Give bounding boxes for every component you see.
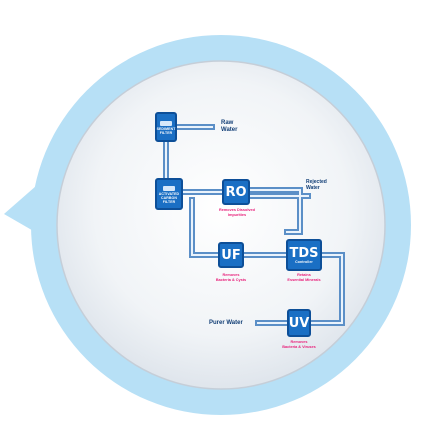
- uv-block: UV: [287, 309, 311, 337]
- tds-note: Retains Essential Minerals: [287, 273, 321, 282]
- filter-cartridge-icon: [160, 120, 172, 126]
- tds-label: TDS: [289, 245, 319, 261]
- tds-sub-label: Controller: [295, 259, 313, 264]
- uf-note: Removes Bacteria & Cysts: [215, 273, 247, 282]
- ro-label: RO: [225, 184, 247, 200]
- raw-water-label: Raw Water: [221, 120, 238, 133]
- sediment-filter-block: SEDIMENT FILTER: [155, 112, 177, 142]
- ro-note: Removes Dissolved Impurities: [219, 208, 255, 217]
- purer-water-label: Purer Water: [209, 320, 243, 326]
- carbon-filter-label: ACTIVATED CARBON FILTER: [158, 191, 180, 204]
- uv-note: Removes Bacteria & Viruses: [282, 340, 316, 349]
- pipes: [163, 124, 345, 326]
- speech-bubble-inner-circle: [56, 60, 386, 390]
- rejected-water-label: Rejected Water: [306, 179, 327, 191]
- carbon-filter-block: ACTIVATED CARBON FILTER: [155, 178, 183, 210]
- ro-block: RO: [222, 179, 250, 205]
- uv-label: UV: [288, 315, 310, 331]
- filter-cartridge-icon: [163, 185, 175, 191]
- uf-label: UF: [221, 247, 241, 263]
- uf-block: UF: [218, 242, 244, 268]
- sediment-filter-label: SEDIMENT FILTER: [156, 126, 176, 135]
- tds-block: TDS Controller: [286, 239, 322, 271]
